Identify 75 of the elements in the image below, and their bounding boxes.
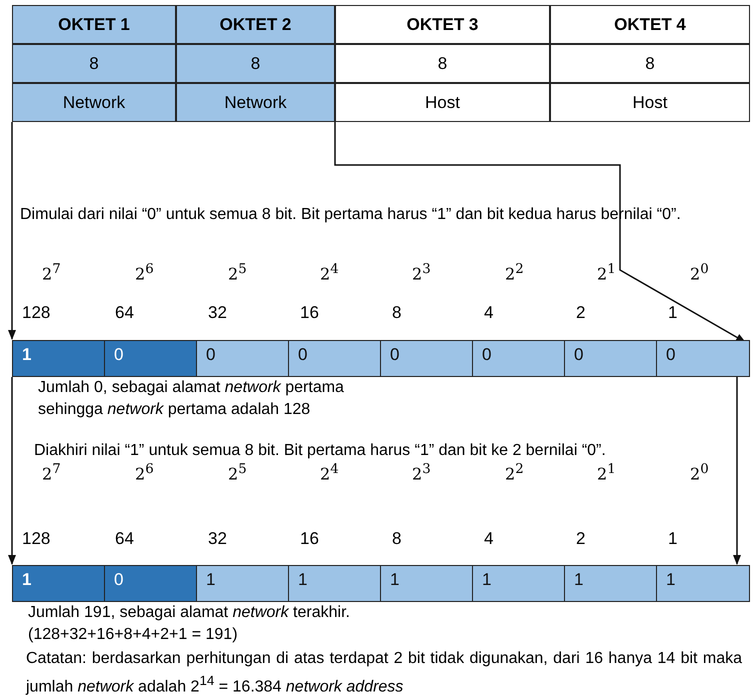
octet-role: Host [425,92,460,112]
octet-role: Network [224,92,287,112]
place-value: 2 [576,529,586,549]
note-text: Jumlah 0, sebagai alamat network pertama sehingga network pertama adalah 128 [38,378,345,420]
note-text: Jumlah 191, sebagai alamat network terakhir. [28,603,351,623]
column-header: OKTET 1 [58,14,130,34]
bit-cell: 1 [564,565,657,602]
power-label: 2$^{3}$ [412,462,431,484]
place-value: 1 [668,529,678,549]
place-value: 1 [668,303,678,323]
power-label: 2$^{2}$ [505,462,524,484]
bit-cell: 1 [12,565,105,602]
power-label: 2$^{7}$ [42,262,61,284]
power-label: 2$^{1}$ [597,462,616,484]
description-text: Diakhiri nilai “1” untuk semua 8 bit. Bit pertama harus “1” dan bit ke 2 bernilai “0”. [34,441,607,461]
power-label: 2$^{1}$ [597,262,616,284]
octet-role: Network [62,92,126,112]
bit-cell: 0 [104,565,197,602]
bit-cell: 1 [196,565,289,602]
bit-row [12,340,750,377]
place-value: 16 [300,303,319,323]
octet-column [550,5,750,122]
power-label: 2$^{6}$ [135,262,154,284]
bit-count: 8 [645,54,655,74]
column-header: OKTET 3 [406,14,478,34]
arrow [8,377,16,565]
formula-text: (128+32+16+8+4+2+1 = 191) [28,625,239,645]
power-label: 2$^{0}$ [690,262,709,284]
bit-cell: 0 [472,340,565,377]
place-value: 4 [484,303,494,323]
power-label: 2$^{5}$ [228,262,247,284]
column-header: OKTET 4 [614,14,686,34]
power-label: 2$^{2}$ [505,262,524,284]
bit-cell: 0 [196,340,289,377]
place-value: 128 [22,529,50,549]
bit-row [12,565,750,602]
note-text: Catatan: berdasarkan perhitungan di atas terdapat 2 bit tidak digunakan, dari 16 hanya 14 bit maka jumlah network adalah 2$^{14}$ = 16.384 network address [26,649,742,698]
power-label: 2$^{3}$ [412,262,431,284]
power-label: 2$^{7}$ [42,462,61,484]
power-label: 2$^{4}$ [320,262,339,284]
bit-count: 8 [250,54,260,74]
bit-cell: 0 [104,340,197,377]
power-label: 2$^{0}$ [690,462,709,484]
place-value: 8 [392,303,402,323]
bit-cell: 0 [564,340,657,377]
bit-cell: 0 [656,340,750,377]
bit-cell: 1 [656,565,750,602]
place-value: 8 [392,529,402,549]
place-value: 2 [576,303,586,323]
place-value: 32 [208,303,227,323]
bit-cell: 1 [288,565,381,602]
place-value: 32 [208,529,227,549]
arrow [733,377,741,565]
bit-cell: 1 [380,565,473,602]
place-value: 128 [22,303,50,323]
place-value: 4 [484,529,494,549]
octet-column [335,5,550,122]
octet-role: Host [632,92,668,112]
octet-column [12,5,176,122]
octet-column [176,5,335,122]
power-label: 2$^{6}$ [135,462,154,484]
place-value: 64 [115,529,134,549]
bit-cell: 0 [288,340,381,377]
arrow [334,122,746,343]
bit-cell: 1 [12,340,105,377]
bit-count: 8 [438,54,448,74]
power-label: 2$^{4}$ [320,462,339,484]
place-value: 16 [300,529,319,549]
arrow [8,122,16,340]
place-value: 64 [115,303,134,323]
bit-cell: 0 [380,340,473,377]
bit-cell: 1 [472,565,565,602]
column-header: OKTET 2 [220,14,292,34]
bit-count: 8 [89,54,99,74]
power-label: 2$^{5}$ [228,462,247,484]
